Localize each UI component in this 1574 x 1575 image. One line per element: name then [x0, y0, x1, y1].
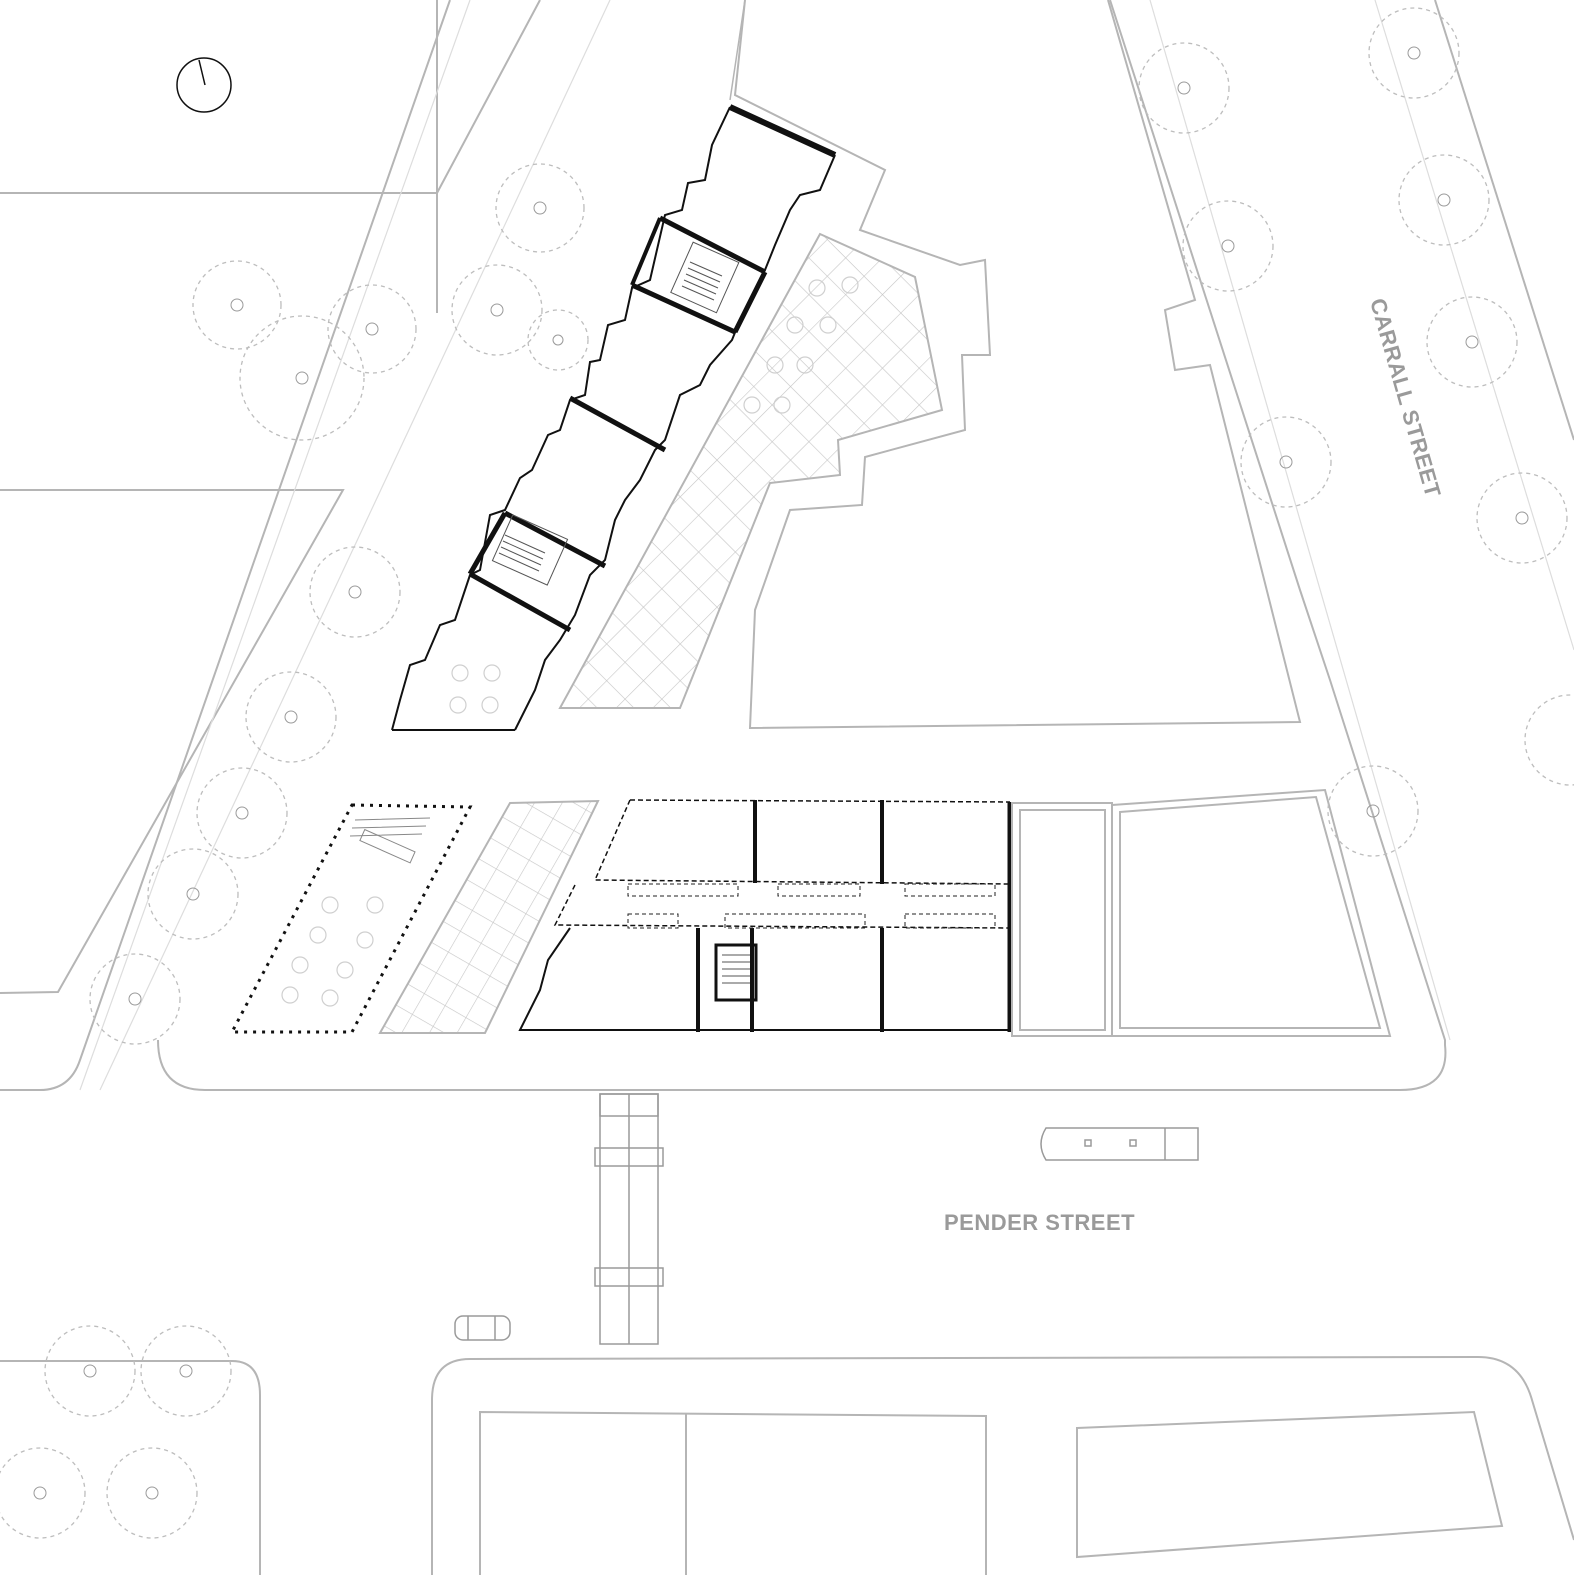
street-label-pender: PENDER STREET — [944, 1210, 1136, 1235]
furniture-north — [449, 276, 859, 714]
stair-pavilion — [349, 817, 431, 864]
block-north-wedge — [436, 0, 541, 313]
trees — [0, 7, 1574, 1539]
courtyard-south — [378, 799, 600, 1034]
existing-building — [729, 0, 1302, 730]
bus-horizontal — [1040, 1127, 1199, 1161]
courtyard-north — [558, 232, 944, 709]
sidewalk-south-a — [0, 0, 451, 1091]
car — [454, 1315, 511, 1341]
south-buildings — [479, 1410, 1504, 1575]
building-north — [391, 104, 837, 731]
block-south-main — [431, 1355, 1574, 1575]
block-south-left — [0, 1360, 261, 1575]
block-northwest — [0, 0, 438, 194]
curb-lines — [79, 0, 1574, 1091]
stair-north-b — [491, 514, 569, 586]
corridor-rooms-south — [627, 883, 996, 929]
bus-vertical — [594, 1093, 664, 1345]
block-east-edge — [1434, 0, 1574, 441]
furniture-pavilion — [281, 896, 384, 1007]
building-south — [518, 799, 1013, 1032]
pavilion-west — [229, 803, 473, 1034]
sidewalk-south-b — [157, 0, 1447, 1091]
stair-south — [722, 954, 750, 984]
north-arrow-icon — [176, 57, 232, 113]
stair-north-a — [670, 241, 740, 314]
east-blocks — [1011, 788, 1392, 1037]
block-west — [0, 489, 345, 994]
